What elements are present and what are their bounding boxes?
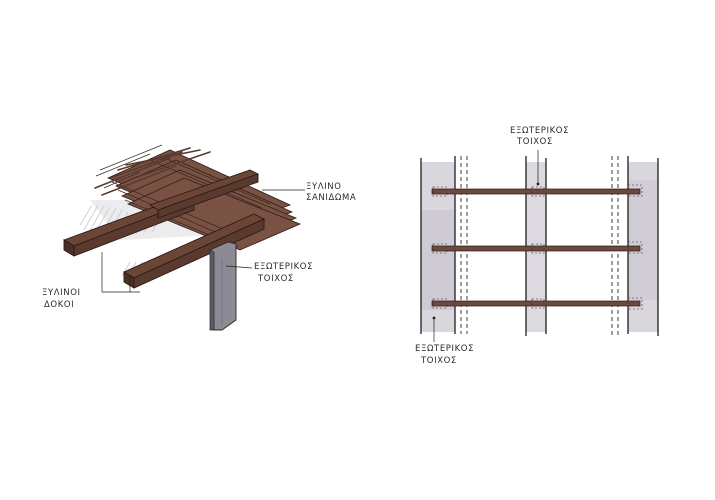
joist-2 — [431, 245, 641, 252]
floorboards-label-line1: ΞΥΛΙΝΟ — [306, 182, 342, 192]
plan-bottom-label-line1: ΕΞΩΤΕΡΙΚΟΣ — [415, 344, 475, 354]
plan-top-label-line1: ΕΞΩΤΕΡΙΚΟΣ — [510, 126, 570, 136]
beams-label-line1: ΞΥΛΙΝΟΙ — [42, 288, 81, 298]
floorboards-label-line2: ΣΑΝΙΔΩΜΑ — [306, 193, 357, 203]
plan-view-sketch — [420, 150, 659, 342]
exterior-wall — [209, 241, 237, 331]
joist-3 — [431, 300, 641, 307]
leader-lines — [101, 189, 305, 293]
beams-label-line2: ΔΟΚΟΙ — [44, 300, 75, 310]
joist-1 — [431, 188, 641, 195]
timber-beams — [62, 169, 266, 289]
plan-top-label-line2: ΤΟΙΧΟΣ — [517, 137, 553, 147]
axonometric-floor-sketch — [62, 144, 305, 331]
plan-bottom-label-line2: ΤΟΙΧΟΣ — [421, 356, 457, 366]
plank-strokes — [94, 147, 211, 196]
plan-leader-lines — [433, 150, 539, 342]
wall-label-line1: ΕΞΩΤΕΡΙΚΟΣ — [254, 262, 314, 272]
plan-joists — [431, 188, 641, 307]
wall-label-line2: ΤΟΙΧΟΣ — [258, 274, 294, 284]
joist-bearing-dashes — [432, 184, 643, 310]
